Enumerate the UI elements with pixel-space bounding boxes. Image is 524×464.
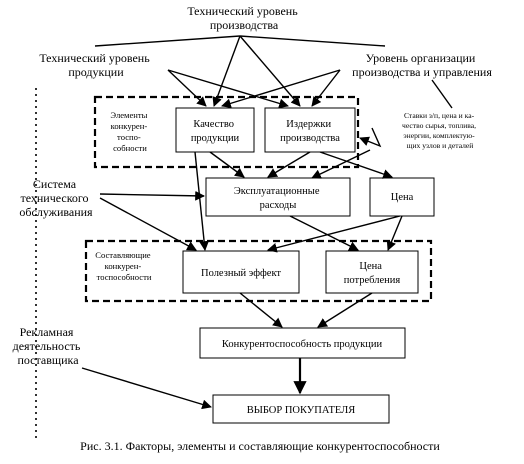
consumption-price-text: Цена потребления [344, 261, 401, 286]
arrow-org-to-costs [311, 69, 341, 107]
arrow-advertising-to-choice [81, 367, 212, 410]
arrow-consumption-to-competitiveness [317, 292, 373, 328]
competitiveness-box [199, 327, 406, 359]
arrow-resources-to-costs [359, 127, 382, 148]
elements-group-frame [93, 95, 360, 169]
elements-label: Элементы конкурен- тоспо- собности [110, 110, 149, 153]
arrow-operating-to-consumption [289, 215, 359, 251]
operating-costs-text: Эксплуатационные расходы [234, 186, 322, 211]
arrow-product-to-costs [167, 69, 289, 109]
tech-level-product-label: Технический уровень продукции [39, 51, 152, 79]
components-group-frame [84, 239, 433, 303]
advertising-label: Рекламная деятельность поставщика [13, 325, 84, 367]
competitiveness-text: Конкурентоспособность продукции [222, 339, 383, 350]
org-level-label: Уровень организации производства и управ… [352, 51, 492, 79]
figure-caption: Рис. 3.1. Факторы, элементы и составляющ… [80, 439, 440, 453]
arrow-effect-to-competitiveness [239, 292, 283, 328]
operating-costs-box [205, 177, 351, 217]
quality-text: Качество продукции [191, 119, 240, 144]
arrow-prod-to-left [94, 35, 241, 47]
arrow-prod-to-costs [239, 35, 301, 107]
arrow-resources-to-operating [311, 149, 371, 179]
buyer-choice-box [212, 394, 390, 424]
arrow-quality-to-operating [209, 151, 245, 178]
costs-text: Издержки производства [280, 119, 340, 144]
arrow-price-to-effect [267, 215, 401, 253]
arrow-costs-to-operating [267, 151, 311, 178]
quality-box [175, 107, 255, 153]
arrow-costs-to-price [319, 151, 393, 179]
price-box [369, 177, 435, 217]
arrow-product-to-quality [167, 69, 207, 107]
arrow-price-to-consumption [386, 215, 403, 251]
buyer-choice-text: ВЫБОР ПОКУПАТЕЛЯ [247, 405, 356, 416]
useful-effect-text: Полезный эффект [201, 268, 281, 279]
tech-level-production-label: Технический уровень производства [187, 4, 300, 32]
resources-note: Ставки з/п, цена и ка- чество сырья, топ… [402, 111, 478, 150]
arrow-org-to-quality [221, 69, 341, 109]
arrow-prod-to-right [239, 35, 386, 47]
arrow-quality-to-effect [194, 151, 209, 251]
price-text: Цена [391, 192, 414, 203]
useful-effect-box [182, 250, 300, 294]
components-label: Составляющие конкурен- тоспособности [95, 250, 153, 282]
line-org-to-resources [431, 79, 453, 109]
arrow-prod-to-quality [212, 35, 241, 107]
consumption-price-box [325, 250, 419, 294]
arrow-service-to-effect [99, 197, 197, 251]
arrow-service-to-operating [99, 190, 205, 201]
service-system-label: Система технического обслуживания [19, 177, 93, 219]
costs-box [264, 107, 356, 153]
